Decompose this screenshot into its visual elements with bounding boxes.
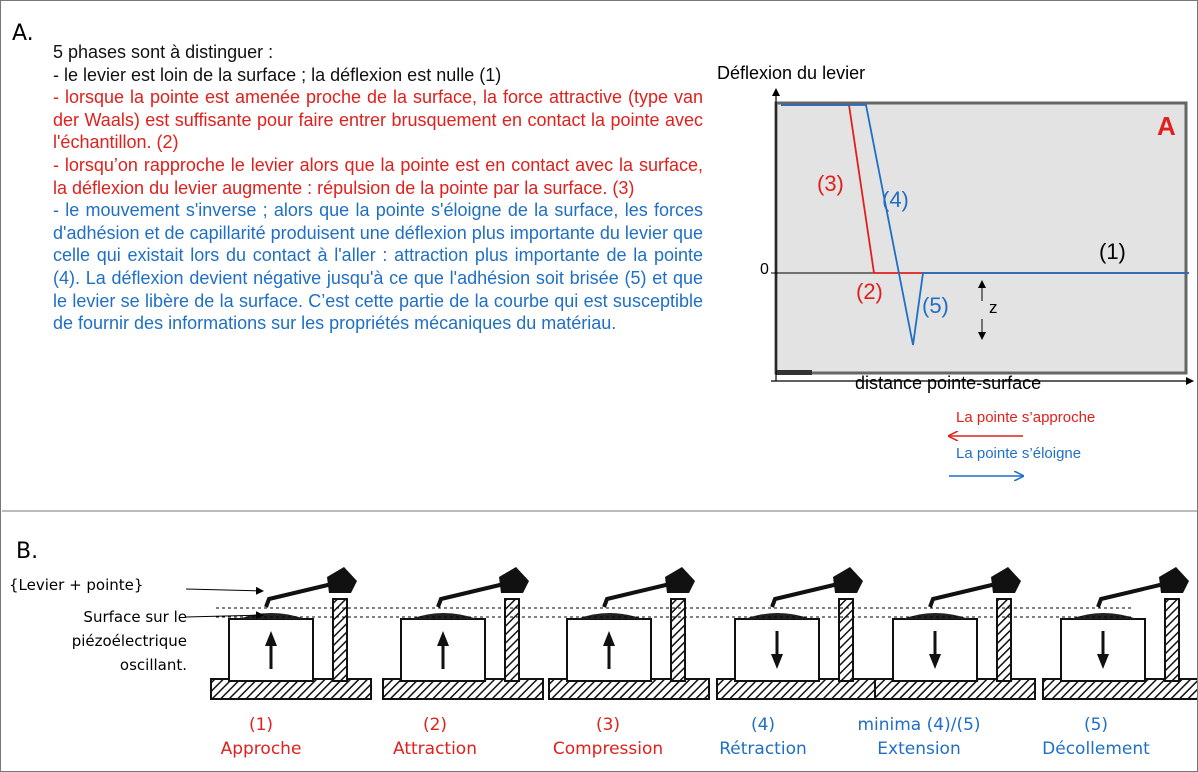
arrow-down-icon bbox=[771, 654, 783, 669]
cantilever bbox=[928, 582, 997, 608]
lever-clamp bbox=[327, 567, 357, 593]
section-b-label: B. bbox=[16, 539, 39, 564]
sample-surface bbox=[903, 613, 969, 619]
graph-corner-label: A bbox=[1157, 111, 1176, 141]
curve-label-2: (2) bbox=[856, 279, 883, 304]
arrow-down-icon bbox=[1097, 654, 1109, 669]
step-caption-5: minima (4)/(5) Extension bbox=[839, 713, 999, 761]
lever-clamp bbox=[665, 567, 695, 593]
graph-panel bbox=[774, 101, 1188, 375]
z-label: z bbox=[989, 298, 998, 317]
support-pillar bbox=[670, 598, 686, 682]
step-name: Approche bbox=[220, 739, 302, 759]
arrow-up-icon bbox=[437, 631, 449, 646]
sample-surface bbox=[745, 613, 811, 619]
curve-label-1: (1) bbox=[1099, 239, 1126, 264]
afm-station-2 bbox=[382, 567, 544, 700]
afm-station-1 bbox=[210, 567, 372, 700]
afm-station-3 bbox=[548, 567, 710, 700]
step-caption-1: (1) Approche bbox=[201, 713, 321, 761]
cantilever bbox=[602, 582, 671, 608]
step-name: Attraction bbox=[393, 739, 477, 759]
arrow-down-icon bbox=[929, 654, 941, 669]
step-number: minima (4)/(5) bbox=[857, 715, 981, 735]
step-number: (5) bbox=[1083, 715, 1109, 735]
sample-surface bbox=[577, 613, 643, 619]
step-name: Compression bbox=[552, 739, 664, 759]
step-number: (2) bbox=[422, 715, 448, 735]
intro-text: 5 phases sont à distinguer : bbox=[53, 42, 274, 62]
graph-scroll-mark bbox=[776, 370, 812, 375]
arrow-up-icon bbox=[265, 631, 277, 646]
lever-clamp bbox=[833, 567, 863, 593]
step-caption-6: (5) Décollement bbox=[1026, 713, 1166, 761]
cantilever bbox=[264, 582, 333, 608]
step-name: Extension bbox=[877, 739, 961, 759]
support-pillar bbox=[332, 598, 348, 682]
sample-surface bbox=[239, 613, 305, 619]
step-number: (4) bbox=[750, 715, 776, 735]
cantilever bbox=[1096, 582, 1165, 608]
support-pillar bbox=[1164, 598, 1180, 682]
lever-label: {Levier + pointe} bbox=[9, 576, 144, 594]
phase-3-text: - lorsqu’on rapproche le levier alors qu… bbox=[53, 154, 703, 198]
y-axis-label: Déflexion du levier bbox=[717, 63, 866, 83]
support-pillar bbox=[504, 598, 520, 682]
afm-station-4 bbox=[716, 567, 878, 700]
curve-label-5: (5) bbox=[922, 293, 949, 318]
lever-clamp bbox=[1159, 567, 1189, 593]
step-name: Décollement bbox=[1042, 739, 1150, 759]
surface-label-line-3: oscillant. bbox=[119, 656, 187, 674]
lever-pointer-arrow bbox=[185, 586, 264, 595]
phase-description: 5 phases sont à distinguer : - le levier… bbox=[53, 41, 703, 335]
surface-pointer-arrow bbox=[185, 611, 264, 620]
surface-label-line-1: Surface sur le bbox=[83, 608, 187, 626]
afm-stations bbox=[210, 567, 1197, 700]
step-caption-2: (2) Attraction bbox=[375, 713, 495, 761]
step-number: (1) bbox=[248, 715, 274, 735]
step-number: (3) bbox=[595, 715, 621, 735]
curve-label-3: (3) bbox=[817, 171, 844, 196]
support-pillar bbox=[838, 598, 854, 682]
step-caption-4: (4) Rétraction bbox=[703, 713, 823, 761]
phase-4-5-text: - le mouvement s'inverse ; alors que la … bbox=[53, 200, 703, 334]
surface-label-line-2: piézoélectrique bbox=[71, 632, 187, 650]
cantilever bbox=[770, 582, 839, 608]
afm-station-6 bbox=[1042, 567, 1197, 700]
legend-approach: La pointe s’approche bbox=[956, 409, 1096, 426]
zero-label: 0 bbox=[760, 261, 769, 278]
legend-retract: La pointe s’éloigne bbox=[956, 445, 1082, 462]
cantilever bbox=[436, 582, 505, 608]
force-curve-graph bbox=[771, 88, 1194, 385]
phase-1-text: - le levier est loin de la surface ; la … bbox=[53, 64, 502, 85]
lever-clamp bbox=[991, 567, 1021, 593]
sample-surface bbox=[411, 613, 477, 619]
support-pillar bbox=[996, 598, 1012, 682]
section-a-label: A. bbox=[12, 21, 34, 46]
step-caption-3: (3) Compression bbox=[538, 713, 678, 761]
x-axis-label: distance pointe-surface bbox=[855, 373, 1042, 393]
lever-clamp bbox=[499, 567, 529, 593]
step-name: Rétraction bbox=[719, 739, 807, 759]
sample-surface bbox=[1071, 613, 1137, 619]
surface-label: Surface sur le piézoélectrique oscillant… bbox=[21, 605, 187, 677]
retract-curve bbox=[781, 104, 1189, 346]
phase-2-text: - lorsque la pointe est amenée proche de… bbox=[53, 87, 703, 153]
arrow-up-icon bbox=[603, 631, 615, 646]
curve-label-4: (4) bbox=[882, 187, 909, 212]
afm-station-5 bbox=[874, 567, 1036, 700]
